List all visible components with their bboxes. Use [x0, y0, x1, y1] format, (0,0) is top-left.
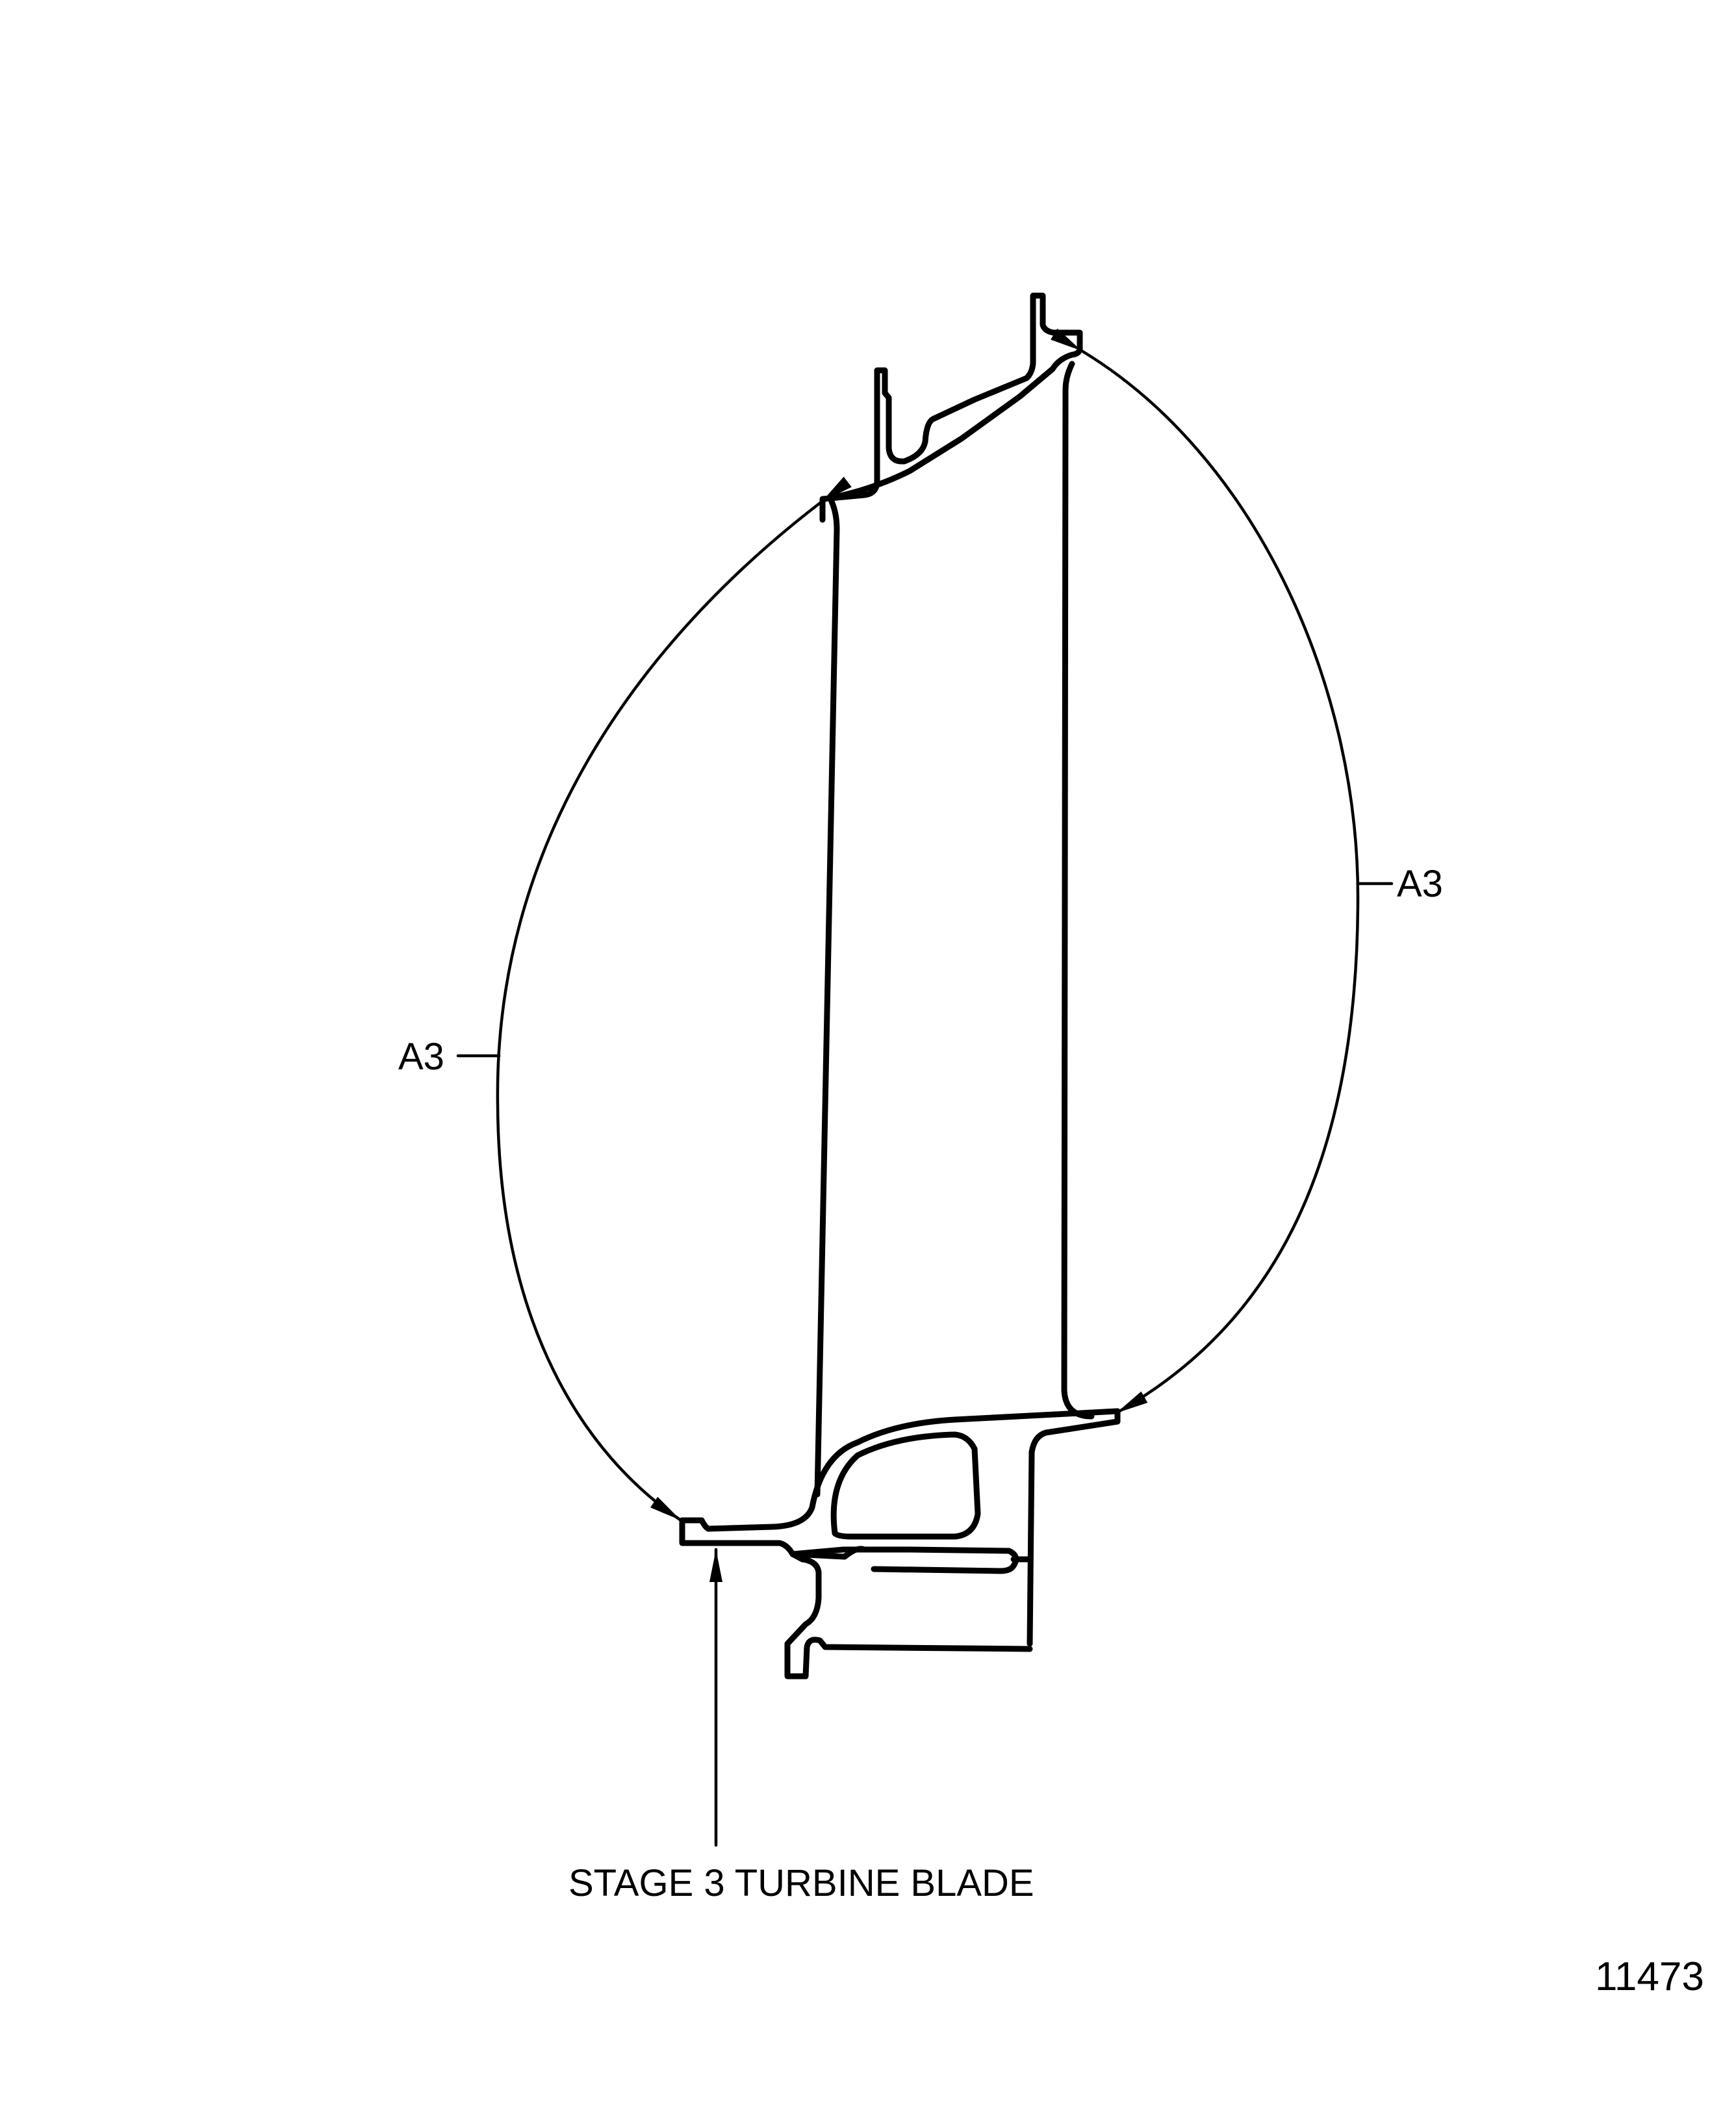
left-a3-arc: [496, 476, 852, 1522]
left-a3-label: A3: [398, 1036, 444, 1078]
right-a3-label: A3: [1397, 863, 1443, 905]
blade-root-platform: [679, 1408, 1121, 1679]
figure-number: 11473: [1595, 1954, 1704, 1999]
blade-trailing-edge: [1061, 361, 1095, 1420]
blade-leading-edge: [814, 498, 840, 1498]
blade-tip-shroud: [819, 292, 1083, 523]
diagram-title: STAGE 3 TURBINE BLADE: [568, 1862, 1034, 1904]
right-a3-arc: [1051, 328, 1360, 1415]
